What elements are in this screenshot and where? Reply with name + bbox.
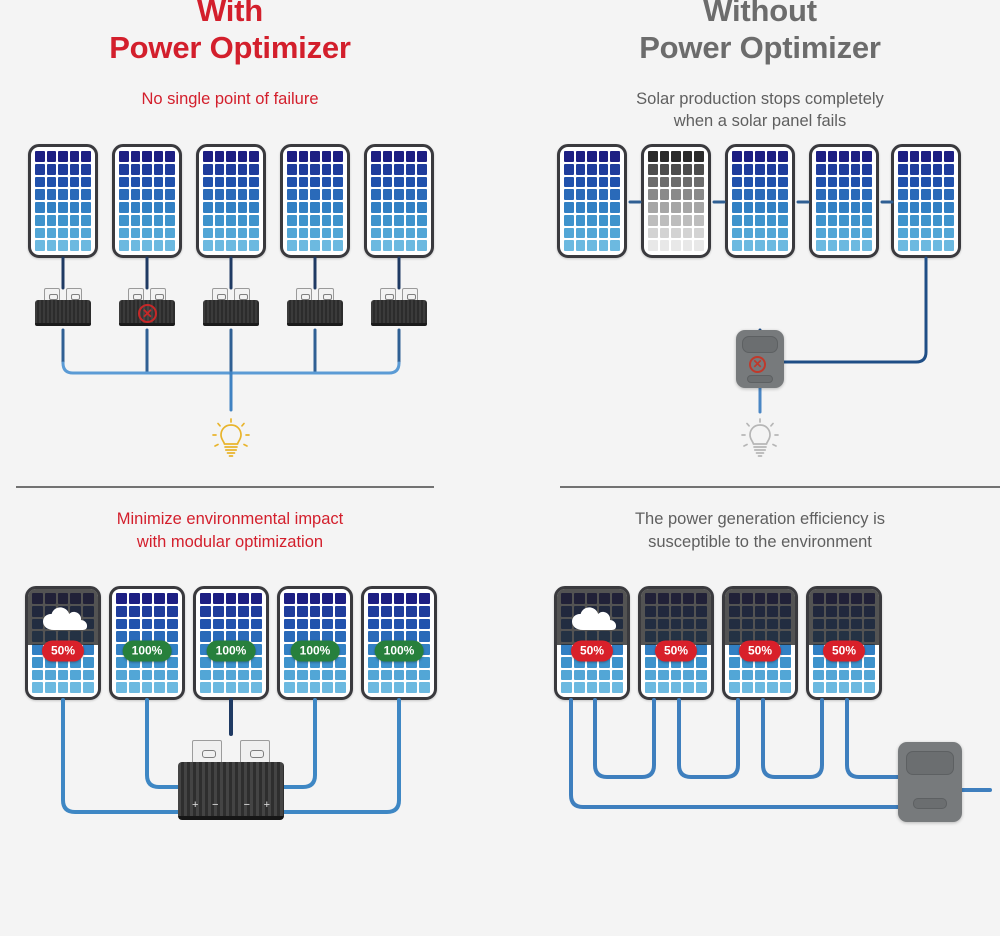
- power-optimizer[interactable]: [35, 288, 91, 330]
- power-optimizer[interactable]: [287, 288, 343, 330]
- left-section2-line2: with modular optimization: [136, 533, 324, 551]
- left-charge-controller[interactable]: + − − +: [178, 740, 284, 830]
- right-solar-panel[interactable]: [641, 144, 711, 258]
- panel-output-badge: 100%: [374, 640, 424, 662]
- panel-output-badge: 50%: [822, 640, 866, 662]
- power-optimizer[interactable]: [371, 288, 427, 330]
- panel-cell-grid: [284, 593, 346, 693]
- panel-cell-grid: [203, 151, 259, 251]
- power-optimizer[interactable]: ✕: [119, 288, 175, 330]
- right-title-line2: Power Optimizer: [639, 30, 881, 65]
- panel-cell-grid: [648, 151, 704, 251]
- panel-cell-grid: [371, 151, 427, 251]
- panel-cell-grid: [368, 593, 430, 693]
- right-section2-line1: The power generation efficiency is: [634, 510, 886, 528]
- controller-connector-left: [192, 740, 222, 765]
- inverter-slot: [747, 375, 773, 383]
- left-subtitle: No single point of failure: [0, 88, 465, 110]
- left-solar-panel[interactable]: [28, 144, 98, 258]
- right-lightbulb: [741, 418, 779, 467]
- optimizer-body: [35, 300, 91, 326]
- panel-cell-grid: [564, 151, 620, 251]
- right-solar-panel[interactable]: 50%: [806, 586, 882, 700]
- left-column-heading: With Power Optimizer: [0, 0, 465, 66]
- optimizer-connector-right: [318, 288, 334, 303]
- right-section2-caption: The power generation efficiency is susce…: [525, 508, 995, 554]
- lightbulb-icon: [741, 418, 779, 457]
- left-title-line2: Power Optimizer: [109, 30, 351, 65]
- terminal-4: +: [263, 799, 270, 811]
- panel-cell-grid: [287, 151, 343, 251]
- terminal-3: −: [243, 799, 250, 811]
- lightbulb-icon: [212, 418, 250, 457]
- panel-cell-grid: [816, 151, 872, 251]
- left-solar-panel[interactable]: [112, 144, 182, 258]
- terminal-2: −: [212, 799, 219, 811]
- inverter-fault-icon: ✕: [749, 356, 766, 373]
- panel-output-badge: 100%: [122, 640, 172, 662]
- right-inverter[interactable]: ✕: [736, 330, 784, 388]
- optimizer-body: [203, 300, 259, 326]
- right-solar-panel[interactable]: [891, 144, 961, 258]
- panel-output-badge: 50%: [41, 640, 85, 662]
- controller-body: + − − +: [178, 762, 284, 820]
- right-divider: [560, 486, 1000, 488]
- right-subtitle-line1: Solar production stops completely: [636, 90, 884, 108]
- right-bottom-inverter[interactable]: [898, 742, 962, 822]
- left-solar-panel[interactable]: [364, 144, 434, 258]
- right-title-line1: Without: [703, 0, 817, 28]
- optimizer-connector-left: [296, 288, 312, 303]
- optimizer-body: [287, 300, 343, 326]
- panel-cell-grid: [732, 151, 788, 251]
- inverter-slot: [913, 798, 947, 809]
- left-title-line1: With: [196, 0, 264, 28]
- left-solar-panel[interactable]: 100%: [193, 586, 269, 700]
- panel-output-badge: 50%: [654, 640, 698, 662]
- right-solar-panel[interactable]: [557, 144, 627, 258]
- power-optimizer[interactable]: [203, 288, 259, 330]
- inverter-display: [906, 751, 954, 775]
- left-solar-panel[interactable]: 100%: [277, 586, 353, 700]
- left-lightbulb: [212, 418, 250, 467]
- right-subtitle-line2: when a solar panel fails: [673, 112, 847, 130]
- terminal-1: +: [192, 799, 199, 811]
- panel-output-badge: 50%: [570, 640, 614, 662]
- right-solar-panel[interactable]: [809, 144, 879, 258]
- left-solar-panel[interactable]: [280, 144, 350, 258]
- left-divider: [16, 486, 434, 488]
- panel-cell-grid: [35, 151, 91, 251]
- panel-output-badge: 50%: [738, 640, 782, 662]
- panel-output-badge: 100%: [290, 640, 340, 662]
- right-solar-panel[interactable]: [725, 144, 795, 258]
- panel-output-badge: 100%: [206, 640, 256, 662]
- inverter-display: [742, 336, 778, 353]
- left-solar-panel[interactable]: 100%: [109, 586, 185, 700]
- right-column-heading: Without Power Optimizer: [525, 0, 995, 66]
- left-section2-line1: Minimize environmental impact: [116, 510, 344, 528]
- panel-cell-grid: [898, 151, 954, 251]
- left-subtitle-line1: No single point of failure: [141, 90, 319, 108]
- panel-cell-grid: [119, 151, 175, 251]
- optimizer-connector-right: [150, 288, 166, 303]
- left-section2-caption: Minimize environmental impact with modul…: [0, 508, 465, 554]
- optimizer-body: [371, 300, 427, 326]
- right-subtitle: Solar production stops completely when a…: [525, 88, 995, 132]
- right-section2-line2: susceptible to the environment: [648, 533, 872, 551]
- optimizer-fault-icon: ✕: [138, 304, 157, 323]
